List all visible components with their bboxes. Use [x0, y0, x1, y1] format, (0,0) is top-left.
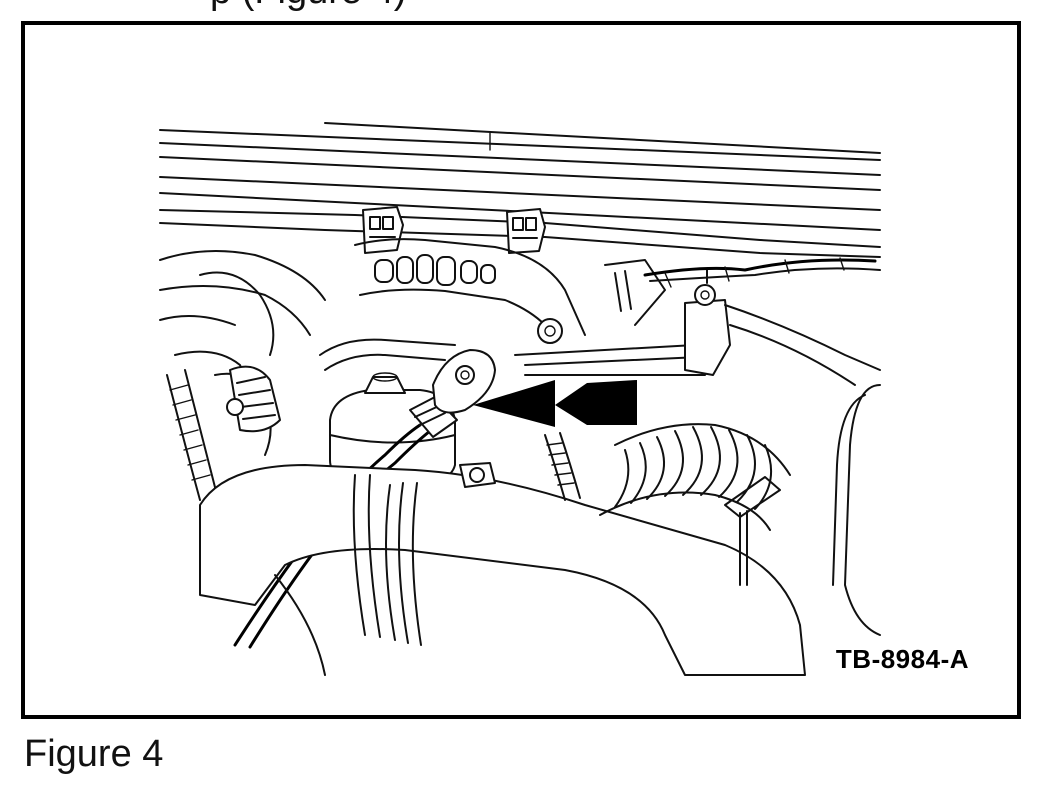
- figure-code: TB-8984-A: [835, 644, 969, 674]
- cut-off-header-text: p (Figure 4): [210, 0, 406, 13]
- wiring-harness: [643, 257, 881, 288]
- figure-caption: Figure 4: [24, 733, 164, 775]
- upper-pipe: [319, 318, 716, 376]
- hose-clamp: [459, 432, 581, 501]
- manifold-ports: [354, 238, 586, 336]
- corrugated-duct: [599, 423, 791, 531]
- figure-frame: TB-8984-A: [21, 21, 1021, 719]
- right-bracket: [604, 259, 881, 386]
- intake-tube: [199, 464, 806, 676]
- electrical-connectors: [362, 206, 546, 254]
- right-panel: [724, 384, 881, 636]
- engine-compartment-illustration: [159, 122, 881, 676]
- corrugated-cable: [166, 369, 218, 501]
- left-hoses: [159, 250, 326, 456]
- pointing-arrow: [473, 380, 637, 427]
